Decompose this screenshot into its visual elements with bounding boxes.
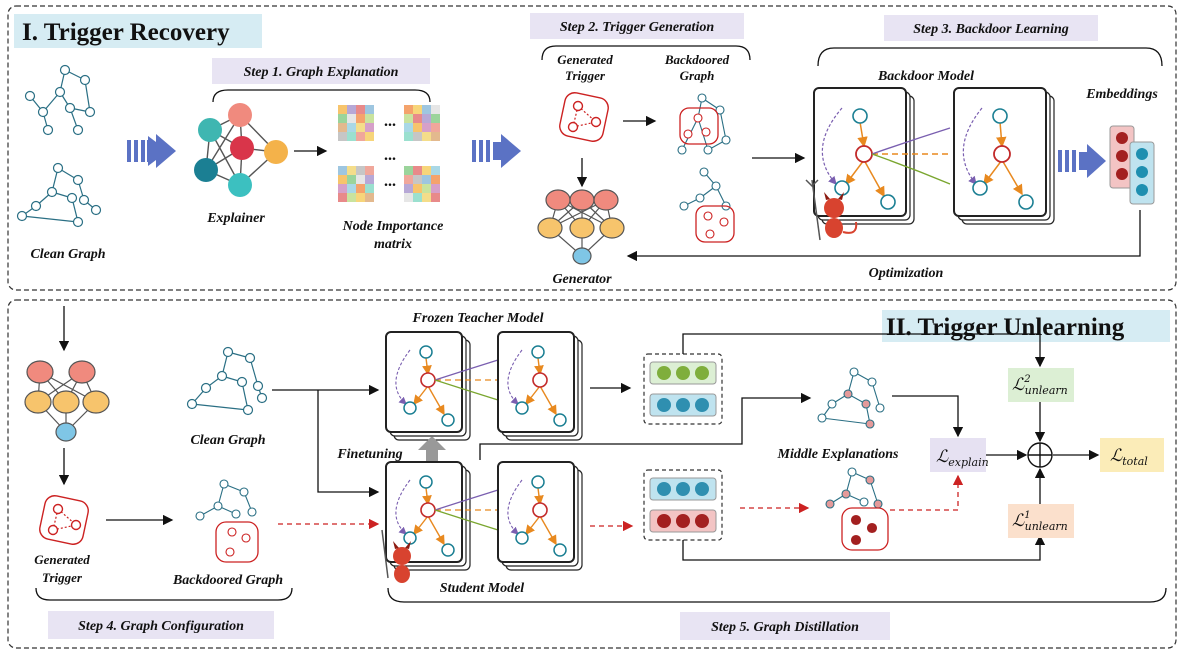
matrix-dots-3: ... [384, 173, 396, 190]
backdoored-graph-label-2: Graph [680, 68, 715, 83]
middle-explanation-backdoored-icon [825, 467, 889, 551]
trigger-recovery-panel [7, 5, 1177, 291]
middle-explanation-graph-icon [817, 367, 885, 429]
l-unlearn2-box [1008, 368, 1074, 402]
matrix-dots-1: ... [384, 113, 396, 130]
matrix-dots-2: ... [384, 147, 396, 164]
step1-label: Step 1. Graph Explanation [244, 65, 399, 80]
flow-arrow-icon [1058, 144, 1106, 178]
sum-operator-icon [1027, 442, 1053, 468]
embeddings-label: Embeddings [1085, 87, 1158, 102]
embeddings-icon [1109, 125, 1155, 205]
generator-network-icon [537, 189, 625, 265]
student-embeddings-icon [649, 477, 717, 533]
l-total-box [1100, 438, 1164, 472]
middle-explanations-label: Middle Explanations [777, 447, 900, 462]
explainer-network-icon [194, 103, 288, 197]
teacher-model-icon [385, 331, 471, 441]
node-importance-matrix-icon [338, 105, 440, 202]
frozen-teacher-label: Frozen Teacher Model [412, 311, 544, 326]
flow-arrow-icon [472, 134, 521, 168]
finetuning-label: Finetuning [336, 447, 402, 462]
clean-graph-icon [16, 64, 102, 228]
devil-icon [805, 179, 858, 241]
clean-graph-b-label: Clean Graph [190, 433, 265, 448]
trigger-unlearning-title: II. Trigger Unlearning [886, 314, 1125, 341]
clean-graph-icon [186, 346, 268, 416]
backdoored-graph-icon [195, 479, 259, 563]
finetuning-arrow-icon [418, 436, 446, 462]
l-total-label: ℒtotal [1110, 446, 1148, 468]
student-embeddings-box [643, 469, 723, 541]
student-model-icon-2 [497, 461, 583, 571]
node-importance-label-2: matrix [374, 237, 412, 252]
flow-arrow-icon [127, 134, 176, 168]
trigger-recovery-title: I. Trigger Recovery [22, 19, 230, 46]
optimization-label: Optimization [869, 266, 944, 281]
student-model-label: Student Model [440, 581, 525, 596]
backdoor-model-label: Backdoor Model [877, 69, 974, 84]
explainer-label: Explainer [206, 211, 265, 226]
generated-trigger-label-2: Trigger [565, 68, 606, 83]
backdoored-graph-b-label: Backdoored Graph [172, 573, 283, 588]
generator-network-icon [24, 360, 110, 442]
l-explain-box [930, 438, 986, 472]
backdoored-graph-icon [677, 93, 735, 243]
l-explain-label: ℒexplain [936, 447, 989, 469]
step4-label: Step 4. Graph Configuration [78, 619, 244, 634]
step3-label: Step 3. Backdoor Learning [913, 22, 1069, 37]
devil-icon [381, 529, 411, 583]
generator-label: Generator [552, 272, 612, 287]
l-unlearn1-box [1008, 504, 1074, 538]
step5-label: Step 5. Graph Distillation [711, 620, 859, 635]
step2-label: Step 2. Trigger Generation [560, 20, 714, 35]
backdoored-graph-label-1: Backdoored [664, 52, 730, 67]
generated-trigger-b-label-2: Trigger [42, 570, 83, 585]
generated-trigger-label-1: Generated [557, 52, 613, 67]
teacher-model-icon-2 [497, 331, 583, 441]
backdoor-model-icon-2 [953, 87, 1055, 225]
generated-trigger-b-label-1: Generated [34, 552, 90, 567]
node-importance-label-1: Node Importance [342, 219, 444, 234]
trigger-unlearning-panel [7, 299, 1177, 649]
trigger-icon [39, 495, 89, 545]
student-model-icon [385, 461, 471, 571]
backdoor-model-icon [813, 87, 915, 225]
teacher-embeddings-icon [649, 361, 717, 417]
clean-graph-label: Clean Graph [30, 247, 105, 262]
trigger-icon [559, 92, 609, 142]
